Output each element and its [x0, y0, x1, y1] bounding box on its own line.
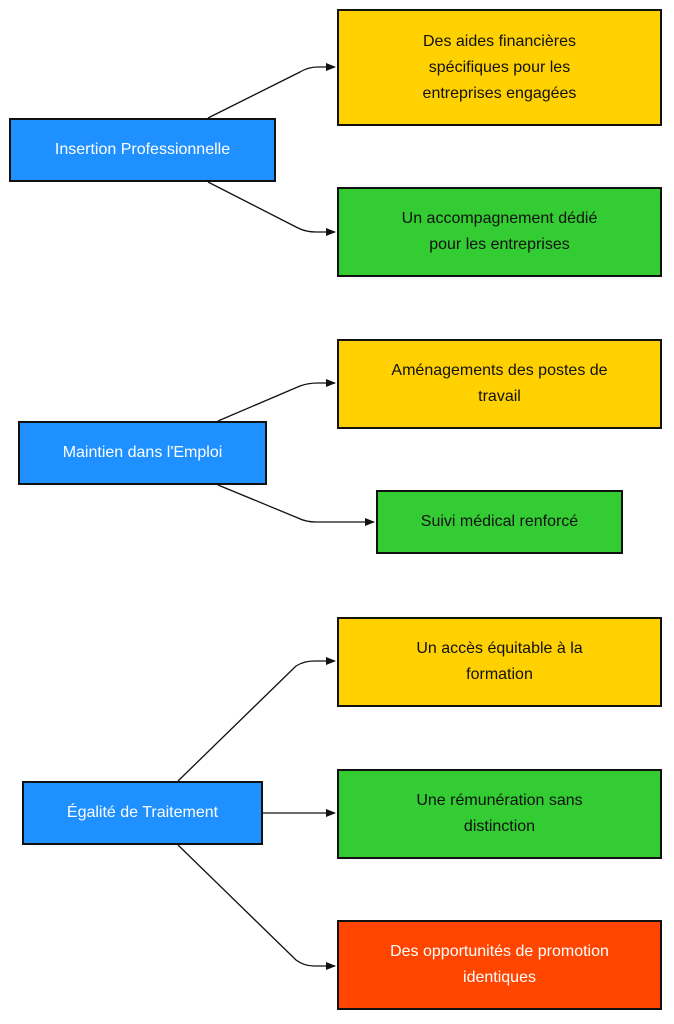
node-text-line: Des opportunités de promotion: [390, 943, 609, 960]
leaf-node-remuneration: Une rémunération sans distinction: [337, 769, 662, 859]
node-label: Maintien dans l'Emploi: [62, 444, 223, 461]
leaf-node-opportunites-promotion: Des opportunités de promotion identiques: [337, 920, 662, 1010]
node-text-line: Un accès équitable à la: [416, 640, 583, 657]
leaf-node-acces-formation: Un accès équitable à la formation: [337, 617, 662, 707]
node-text-line: Une rémunération sans: [416, 792, 583, 809]
leaf-node-amenagements: Aménagements des postes de travail: [337, 339, 662, 429]
edge-maintien-to-amenagements: [217, 379, 336, 422]
node-label: Égalité de Traitement: [66, 804, 219, 821]
node-text: Des aides financières spécifiques pour l…: [423, 29, 577, 107]
node-text-line: distinction: [463, 818, 536, 835]
root-node-insertion-professionnelle: Insertion Professionnelle: [9, 118, 276, 182]
node-text-line: Aménagements des postes de: [391, 362, 608, 379]
node-text: Des opportunités de promotion identiques: [390, 939, 609, 991]
node-text-line: entreprises engagées: [422, 84, 577, 102]
leaf-node-aides-financieres: Des aides financières spécifiques pour l…: [337, 9, 662, 126]
root-node-egalite-traitement: Égalité de Traitement: [22, 781, 263, 845]
node-text-line: pour les entreprises: [429, 236, 570, 253]
leaf-node-accompagnement: Un accompagnement dédié pour les entrepr…: [337, 187, 662, 277]
edge-egalite-to-acces: [177, 657, 336, 782]
leaf-node-suivi-medical: Suivi médical renforcé: [376, 490, 623, 554]
node-text: Un accompagnement dédié pour les entrepr…: [402, 206, 598, 258]
node-label: Insertion Professionnelle: [54, 141, 231, 158]
root-node-maintien-emploi: Maintien dans l'Emploi: [18, 421, 267, 485]
edge-insertion-to-accompagnement: [207, 181, 336, 236]
node-text-line: Des aides financières: [423, 32, 576, 50]
node-text: Suivi médical renforcé: [421, 509, 578, 535]
edge-egalite-to-promotion: [177, 844, 336, 970]
node-text-line: travail: [478, 388, 521, 405]
node-text: Aménagements des postes de travail: [391, 358, 607, 410]
node-text-line: identiques: [463, 969, 536, 986]
node-text-line: spécifiques pour les: [428, 58, 571, 76]
node-text-line: formation: [466, 666, 533, 683]
node-text-line: Suivi médical renforcé: [420, 513, 579, 530]
node-text-line: Un accompagnement dédié: [401, 210, 598, 227]
edge-insertion-to-aides: [207, 63, 336, 119]
node-text: Un accès équitable à la formation: [416, 636, 582, 688]
node-text: Une rémunération sans distinction: [416, 788, 582, 840]
edge-maintien-to-suivi: [217, 484, 375, 526]
